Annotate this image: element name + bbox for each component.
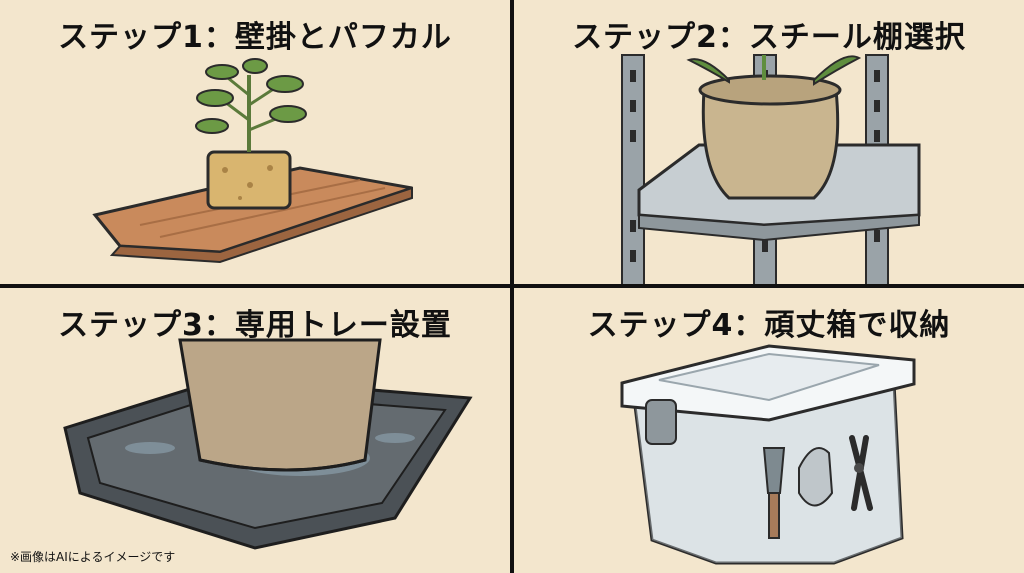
- step-2-title: ステップ2：スチール棚選択: [572, 20, 966, 55]
- plant-cube-on-wood-shelf-icon: [92, 58, 413, 264]
- pot-on-drip-tray-icon: [63, 338, 473, 550]
- storage-box-with-tools-icon: [620, 344, 916, 565]
- step-3-title: ステップ3：専用トレー設置: [58, 308, 452, 343]
- horizontal-divider: [0, 284, 1024, 288]
- step-4-title: ステップ4：頑丈箱で収納: [587, 308, 951, 343]
- panel-step-4: ステップ4：頑丈箱で収納: [514, 288, 1024, 573]
- ai-image-disclaimer: ※画像はAIによるイメージです: [10, 550, 176, 564]
- panel-step-2: ステップ2：スチール棚選択: [514, 0, 1024, 285]
- potted-plant-on-steel-shelf-icon: [621, 54, 921, 285]
- step-1-title: ステップ1：壁掛とパフカル: [58, 20, 452, 55]
- panel-step-3: ステップ3：専用トレー設置 ※画像はAIによるイメージです: [0, 288, 510, 573]
- panel-step-1: ステップ1：壁掛とパフカル: [0, 0, 510, 285]
